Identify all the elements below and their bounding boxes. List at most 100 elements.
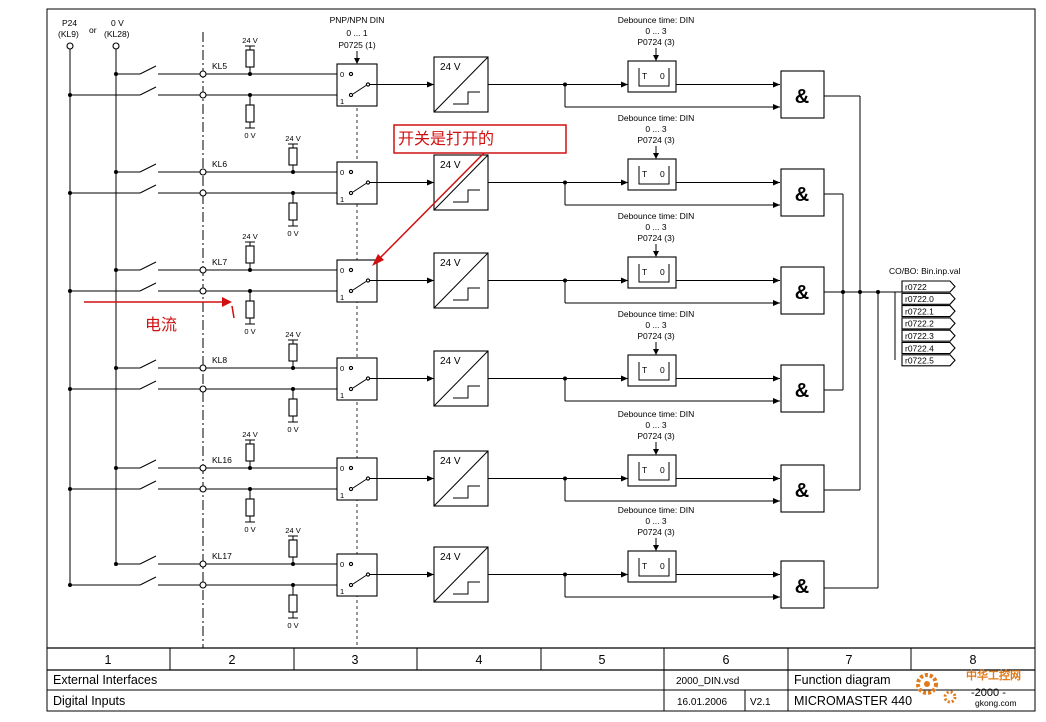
arrowhead bbox=[773, 277, 780, 284]
diagram-frame bbox=[46, 8, 1036, 712]
debounce-param: P0724 (3) bbox=[637, 233, 674, 243]
converter-diagonal bbox=[433, 56, 489, 113]
debounce-title: Debounce time: DIN bbox=[618, 15, 695, 25]
output-param: r0722.2 bbox=[901, 317, 956, 330]
current-arrow-tail bbox=[231, 305, 235, 319]
debounce-param: P0724 (3) bbox=[637, 37, 674, 47]
output-bus bbox=[824, 95, 902, 589]
junction-dot bbox=[68, 487, 72, 491]
terminal-circle bbox=[199, 168, 207, 176]
param-label: r0722 bbox=[905, 282, 927, 292]
junction-dot bbox=[114, 72, 118, 76]
param-connector bbox=[901, 354, 956, 367]
debounce-param: P0724 (3) bbox=[637, 331, 674, 341]
pull-resistor: 24 V bbox=[285, 526, 301, 564]
pull-resistor: 0 V bbox=[244, 291, 256, 336]
switch-contact bbox=[139, 163, 157, 173]
debounce-title: Debounce time: DIN bbox=[618, 409, 695, 419]
terminal-circle bbox=[199, 189, 207, 197]
diagram-type-label: Function diagram bbox=[794, 673, 891, 687]
section-label: External Interfaces bbox=[53, 673, 157, 687]
level-converter: 24 V bbox=[433, 450, 489, 507]
current-arrowhead bbox=[222, 297, 232, 307]
resistor-0v-label: 0 V bbox=[287, 425, 298, 434]
debounce-symbol bbox=[638, 264, 670, 283]
pull-resistor: 0 V bbox=[244, 489, 256, 534]
switch-contact bbox=[139, 282, 157, 292]
switch-pos0-label: 0 bbox=[340, 70, 344, 79]
step-symbol bbox=[453, 581, 480, 595]
resistor bbox=[288, 147, 298, 166]
resistor bbox=[245, 104, 255, 123]
param-label: r0722.4 bbox=[905, 343, 934, 353]
switch-blade bbox=[352, 379, 367, 389]
ov-label: 0 V bbox=[111, 18, 124, 28]
pull-resistor: 24 V bbox=[285, 330, 301, 368]
terminal-label: KL6 bbox=[212, 159, 227, 169]
and-gate: & bbox=[780, 168, 825, 217]
resistor-0v-label: 0 V bbox=[244, 131, 255, 140]
switch-contact bbox=[139, 576, 157, 586]
and-gate-box bbox=[780, 70, 825, 119]
current-annotation: 电流 bbox=[145, 316, 177, 334]
arrowhead bbox=[621, 571, 628, 578]
pull-resistor: 0 V bbox=[287, 585, 299, 630]
arrowhead bbox=[773, 104, 780, 110]
terminal-circle bbox=[199, 364, 207, 372]
converter-diagonal bbox=[433, 154, 489, 211]
resistor bbox=[245, 300, 255, 319]
p24-terminal-circle bbox=[66, 42, 74, 50]
arrowhead bbox=[773, 375, 780, 382]
param-connector bbox=[901, 341, 956, 355]
step-symbol bbox=[453, 385, 480, 399]
arrowhead bbox=[773, 300, 780, 306]
debounce-title: Debounce time: DIN bbox=[618, 211, 695, 221]
debounce-range: 0 ... 3 bbox=[645, 124, 667, 134]
param-connector bbox=[901, 317, 956, 330]
junction-dot bbox=[114, 366, 118, 370]
resistor bbox=[288, 539, 298, 558]
column-number: 3 bbox=[352, 653, 359, 667]
debounce-t-label: T bbox=[642, 365, 647, 375]
debounce-zero-label: 0 bbox=[660, 365, 665, 375]
debounce-title: Debounce time: DIN bbox=[618, 309, 695, 319]
title-block bbox=[47, 647, 1035, 711]
terminal-circle bbox=[199, 485, 207, 493]
resistor-24v-label: 24 V bbox=[242, 36, 257, 45]
junction-dot bbox=[114, 562, 118, 566]
converter-diagonal bbox=[433, 450, 489, 507]
param-connector bbox=[901, 280, 956, 293]
output-param: r0722 bbox=[901, 280, 956, 293]
terminal-circle bbox=[199, 560, 207, 568]
debounce-range: 0 ... 3 bbox=[645, 516, 667, 526]
annotation-arrow-line bbox=[377, 152, 485, 261]
arrowhead bbox=[427, 81, 434, 88]
level-converter: 24 V bbox=[433, 350, 489, 407]
arrowhead bbox=[773, 81, 780, 88]
output-param: r0722.5 bbox=[901, 354, 956, 367]
param-label: r0722.2 bbox=[905, 319, 934, 329]
watermark-site: gkong.com bbox=[975, 698, 1017, 708]
debounce-box bbox=[627, 158, 677, 191]
resistor-0v-label: 0 V bbox=[244, 327, 255, 336]
p24-terminal: (KL9) bbox=[58, 29, 79, 39]
and-gate-box bbox=[780, 364, 825, 413]
and-gate-symbol: & bbox=[795, 480, 809, 502]
switch-blade bbox=[352, 85, 367, 95]
arrowhead bbox=[773, 475, 780, 482]
watermark-text: 中华工控网 bbox=[966, 668, 1021, 682]
terminal-label: KL16 bbox=[212, 455, 232, 465]
param-label: r0722.5 bbox=[905, 356, 934, 366]
switch-pos0-label: 0 bbox=[340, 168, 344, 177]
switch-pos0-label: 0 bbox=[340, 266, 344, 275]
pull-resistor: 24 V bbox=[285, 134, 301, 172]
annotation-box bbox=[393, 124, 567, 154]
param-connector bbox=[901, 329, 956, 342]
resistor bbox=[288, 202, 298, 221]
